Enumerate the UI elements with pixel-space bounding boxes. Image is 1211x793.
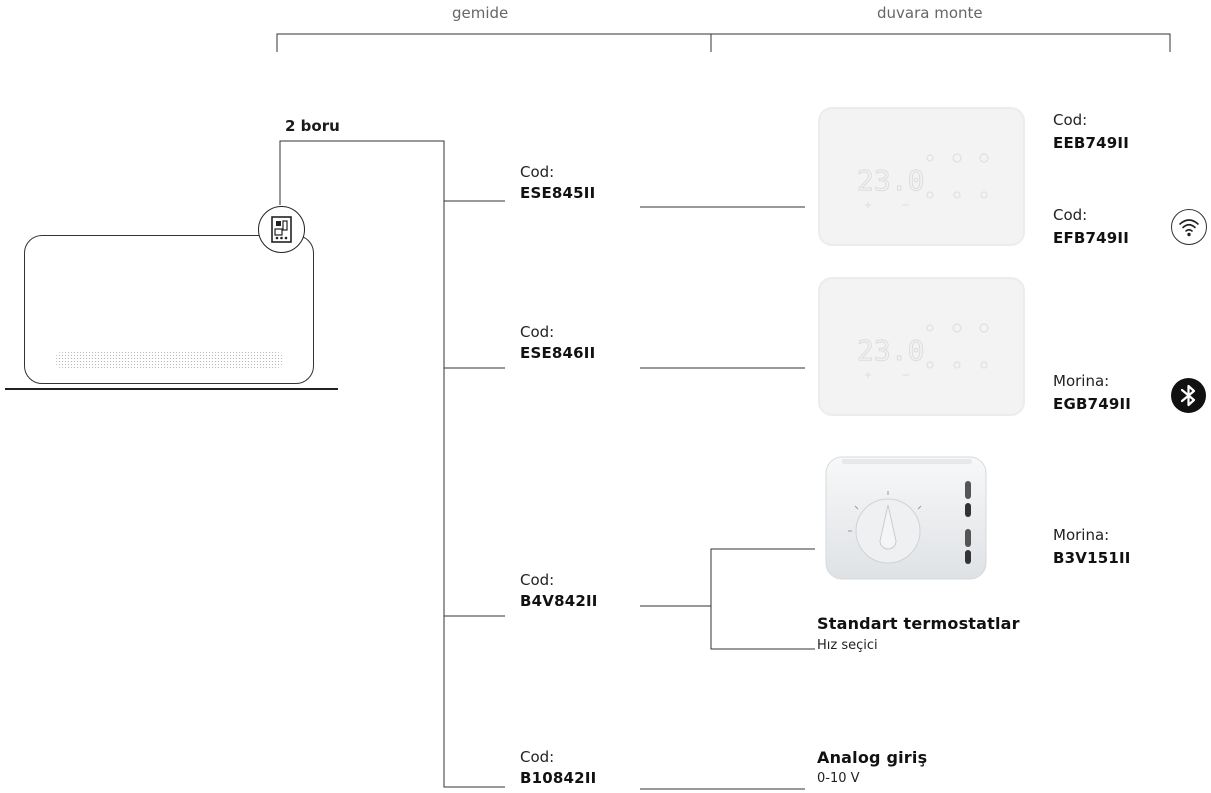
analog-input-title: Analog giriş — [817, 748, 928, 767]
right-code-label-3: Morina: — [1053, 372, 1110, 390]
code-value-1: ESE845II — [520, 184, 596, 202]
temperature-display: 23.0 — [857, 334, 924, 367]
bluetooth-icon — [1171, 378, 1206, 413]
standard-thermostat — [822, 453, 990, 585]
code-label-3: Cod: — [520, 571, 555, 589]
header-wall-mounted: duvara monte — [877, 4, 983, 22]
standard-thermostats-title: Standart termostatlar — [817, 614, 1020, 633]
control-board-icon — [258, 206, 305, 253]
touch-thermostat-1: 23.0 — [818, 107, 1025, 246]
code-value-2: ESE846II — [520, 344, 596, 362]
fan-coil-unit — [24, 235, 314, 384]
code-value-4: B10842II — [520, 769, 597, 787]
unit-grille — [55, 351, 283, 369]
temperature-display: 23.0 — [857, 164, 924, 197]
code-label-1: Cod: — [520, 163, 555, 181]
right-code-label-2: Cod: — [1053, 206, 1088, 224]
right-code-label-4: Morina: — [1053, 526, 1110, 544]
right-code-value-1: EEB749II — [1053, 134, 1129, 152]
analog-range-label: 0-10 V — [817, 771, 860, 786]
code-label-4: Cod: — [520, 748, 555, 766]
code-label-2: Cod: — [520, 323, 555, 341]
right-code-value-2: EFB749II — [1053, 229, 1129, 247]
right-code-label-1: Cod: — [1053, 111, 1088, 129]
header-onboard: gemide — [452, 4, 509, 22]
right-code-value-4: B3V151II — [1053, 549, 1131, 567]
touch-thermostat-2: 23.0 — [818, 277, 1025, 416]
speed-selector-label: Hız seçici — [817, 638, 878, 653]
wifi-icon — [1171, 209, 1207, 245]
right-code-value-3: EGB749II — [1053, 395, 1132, 413]
code-value-3: B4V842II — [520, 592, 598, 610]
pipes-label: 2 boru — [285, 117, 340, 135]
